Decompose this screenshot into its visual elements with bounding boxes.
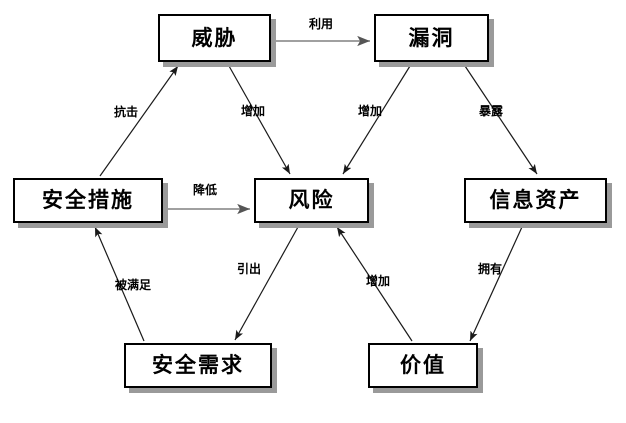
- edge-vulnerability-exposes-asset: [464, 65, 538, 175]
- edge-value-increases-risk: [336, 226, 413, 342]
- edge-vulnerability-increases-risk: [342, 65, 411, 175]
- node-risk[interactable]: 风险: [254, 178, 369, 223]
- node-label-risk: 风险: [288, 188, 335, 212]
- edge-label-risk-derives-requirement: 引出: [236, 262, 262, 276]
- node-vulnerability[interactable]: 漏洞: [374, 14, 489, 62]
- edge-label-safeguard-resists-threat: 抗击: [113, 105, 139, 119]
- node-asset[interactable]: 信息资产: [464, 178, 607, 223]
- edge-label-threat-exploits-vulnerability: 利用: [308, 17, 334, 31]
- edge-label-vulnerability-exposes-asset: 暴露: [478, 104, 504, 118]
- edge-label-requirement-satisfied-by-safeguard: 被满足: [114, 278, 152, 292]
- node-label-threat: 威胁: [191, 25, 238, 50]
- node-label-value: 价值: [400, 353, 446, 377]
- node-requirement[interactable]: 安全需求: [124, 343, 272, 388]
- edge-label-asset-owns-value: 拥有: [477, 262, 503, 276]
- edge-label-safeguard-reduces-risk: 降低: [192, 183, 218, 197]
- edge-risk-derives-requirement: [234, 226, 299, 341]
- edge-asset-owns-value: [469, 226, 523, 342]
- node-value[interactable]: 价值: [368, 343, 478, 388]
- node-safeguard[interactable]: 安全措施: [13, 178, 163, 223]
- edge-threat-increases-risk: [228, 65, 291, 175]
- edge-label-value-increases-risk: 增加: [365, 274, 391, 288]
- node-label-vulnerability: 漏洞: [408, 25, 455, 50]
- edge-label-vulnerability-increases-risk: 增加: [357, 104, 383, 118]
- edge-safeguard-resists-threat: [99, 65, 179, 177]
- node-label-safeguard: 安全措施: [42, 188, 134, 212]
- node-threat[interactable]: 威胁: [158, 14, 271, 62]
- edge-label-threat-increases-risk: 增加: [240, 104, 266, 118]
- edge-requirement-satisfied-by-safeguard: [94, 226, 145, 342]
- node-label-requirement: 安全需求: [152, 353, 244, 377]
- node-label-asset: 信息资产: [489, 188, 582, 212]
